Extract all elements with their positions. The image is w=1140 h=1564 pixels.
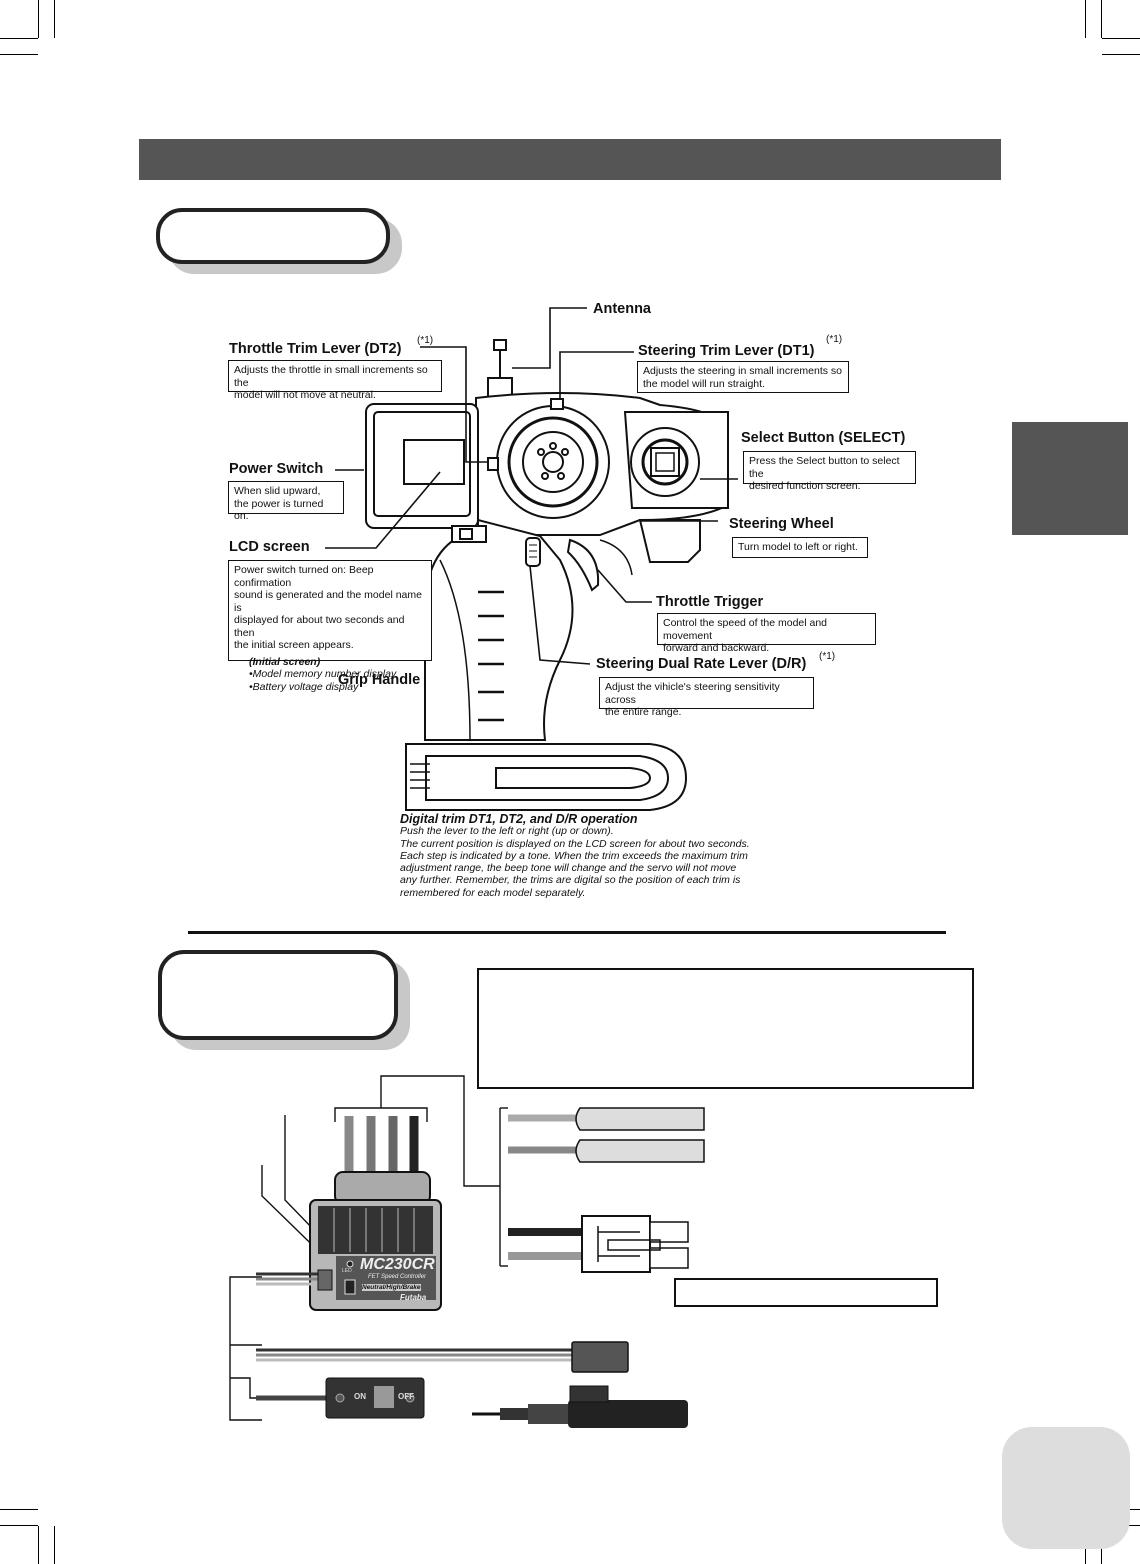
throttle-trigger-desc: Control the speed of the model and movem…	[657, 613, 876, 654]
crop-mark	[54, 0, 55, 38]
crop-mark	[38, 1526, 39, 1564]
section-divider	[188, 931, 946, 934]
desc-line: desired function screen.	[749, 480, 861, 492]
side-tab	[1012, 422, 1128, 535]
desc-line: Adjusts the steering in small increments…	[643, 365, 843, 377]
desc-line: displayed for about two seconds and then	[234, 614, 405, 639]
throttle-trim-desc: Adjusts the throttle in small increments…	[228, 360, 442, 401]
antenna-label: Antenna	[593, 301, 651, 317]
lcd-screen-title: LCD screen	[229, 539, 310, 555]
note-line: The current position is displayed on the…	[400, 837, 750, 850]
initial-screen-title: (Initial screen)	[249, 655, 321, 668]
select-button-title: Select Button (SELECT)	[741, 430, 906, 446]
info-box	[477, 968, 974, 1089]
section-label-pill-2	[158, 950, 398, 1040]
steering-dr-title: Steering Dual Rate Lever (D/R)	[596, 656, 807, 672]
steering-wheel-desc: Turn model to left or right.	[732, 537, 868, 558]
desc-line: the model will run straight.	[643, 377, 765, 390]
steering-dr-note: (*1)	[819, 651, 836, 662]
section-header-bar	[139, 139, 1001, 180]
crop-mark	[1101, 0, 1102, 38]
desc-line: Adjust the vihicle's steering sensitivit…	[605, 681, 780, 706]
desc-line: Press the Select button to select the	[749, 455, 900, 480]
desc-line: the initial screen appears.	[234, 639, 354, 651]
desc-line: Control the speed of the model and movem…	[663, 617, 828, 642]
switch-on-label: ON	[354, 1392, 366, 1401]
desc-line: the power is turned on.	[234, 497, 324, 523]
crop-mark	[0, 1509, 38, 1510]
desc-line: Turn model to left or right.	[738, 541, 858, 553]
lcd-screen-desc: Power switch turned on: Beep confirmatio…	[228, 560, 432, 693]
select-button-desc: Press the Select button to select the de…	[743, 451, 916, 492]
esc-brand: Futaba	[400, 1293, 427, 1302]
note-line: Each step is indicated by a tone. When t…	[400, 849, 748, 862]
steering-trim-desc: Adjusts the steering in small increments…	[637, 361, 849, 393]
grip-handle-label: Grip Handle	[338, 672, 421, 688]
throttle-trigger-title: Throttle Trigger	[656, 594, 764, 610]
power-switch-title: Power Switch	[229, 461, 324, 477]
section-label-pill-1	[156, 208, 390, 264]
digital-trim-note: Digital trim DT1, DT2, and D/R operation…	[400, 813, 760, 899]
crop-mark	[0, 38, 38, 39]
switch-off-label: OFF	[398, 1392, 414, 1401]
connector-label-box	[674, 1278, 938, 1307]
note-line: remembered for each model separately.	[400, 886, 586, 899]
steering-wheel-title: Steering Wheel	[729, 516, 834, 532]
note-line: adjustment range, the beep tone will cha…	[400, 862, 737, 875]
digital-trim-title: Digital trim DT1, DT2, and D/R operation	[400, 812, 638, 826]
crop-mark	[1102, 54, 1140, 55]
esc-led-label: LED	[342, 1268, 352, 1274]
steering-trim-title: Steering Trim Lever (DT1)	[638, 343, 815, 359]
note-line: Push the lever to the left or right (up …	[400, 825, 614, 838]
desc-line: sound is generated and the model name is	[234, 589, 422, 614]
initial-screen-item: •Battery voltage display	[249, 680, 359, 693]
crop-mark	[0, 54, 38, 55]
crop-mark	[0, 1525, 38, 1526]
power-switch-desc: When slid upward, the power is turned on…	[228, 481, 344, 522]
desc-line: model will not move at neutral.	[234, 389, 376, 401]
steering-trim-note: (*1)	[826, 334, 843, 345]
note-line: any further. Remember, the trims are dig…	[400, 874, 741, 887]
crop-mark	[38, 0, 39, 38]
esc-subtitle: FET Speed Controller	[368, 1274, 427, 1280]
esc-modes: Neutral/High/Brake	[362, 1284, 421, 1291]
desc-line: the entire range.	[605, 706, 682, 718]
desc-line: Adjusts the throttle in small increments…	[234, 364, 428, 389]
crop-mark	[54, 1526, 55, 1564]
page-number-tab	[1002, 1427, 1130, 1549]
desc-line: forward and backward.	[663, 642, 770, 654]
initial-screen-item: •Model memory number display	[249, 668, 397, 680]
throttle-trim-title: Throttle Trim Lever (DT2)	[229, 341, 402, 357]
esc-model-label: MC230CR	[360, 1256, 435, 1273]
steering-dr-desc: Adjust the vihicle's steering sensitivit…	[599, 677, 814, 718]
crop-mark	[1085, 0, 1086, 38]
crop-mark	[1102, 38, 1140, 39]
desc-line: When slid upward,	[234, 485, 321, 497]
desc-line: Power switch turned on: Beep confirmatio…	[234, 564, 374, 589]
throttle-trim-note: (*1)	[417, 335, 434, 346]
